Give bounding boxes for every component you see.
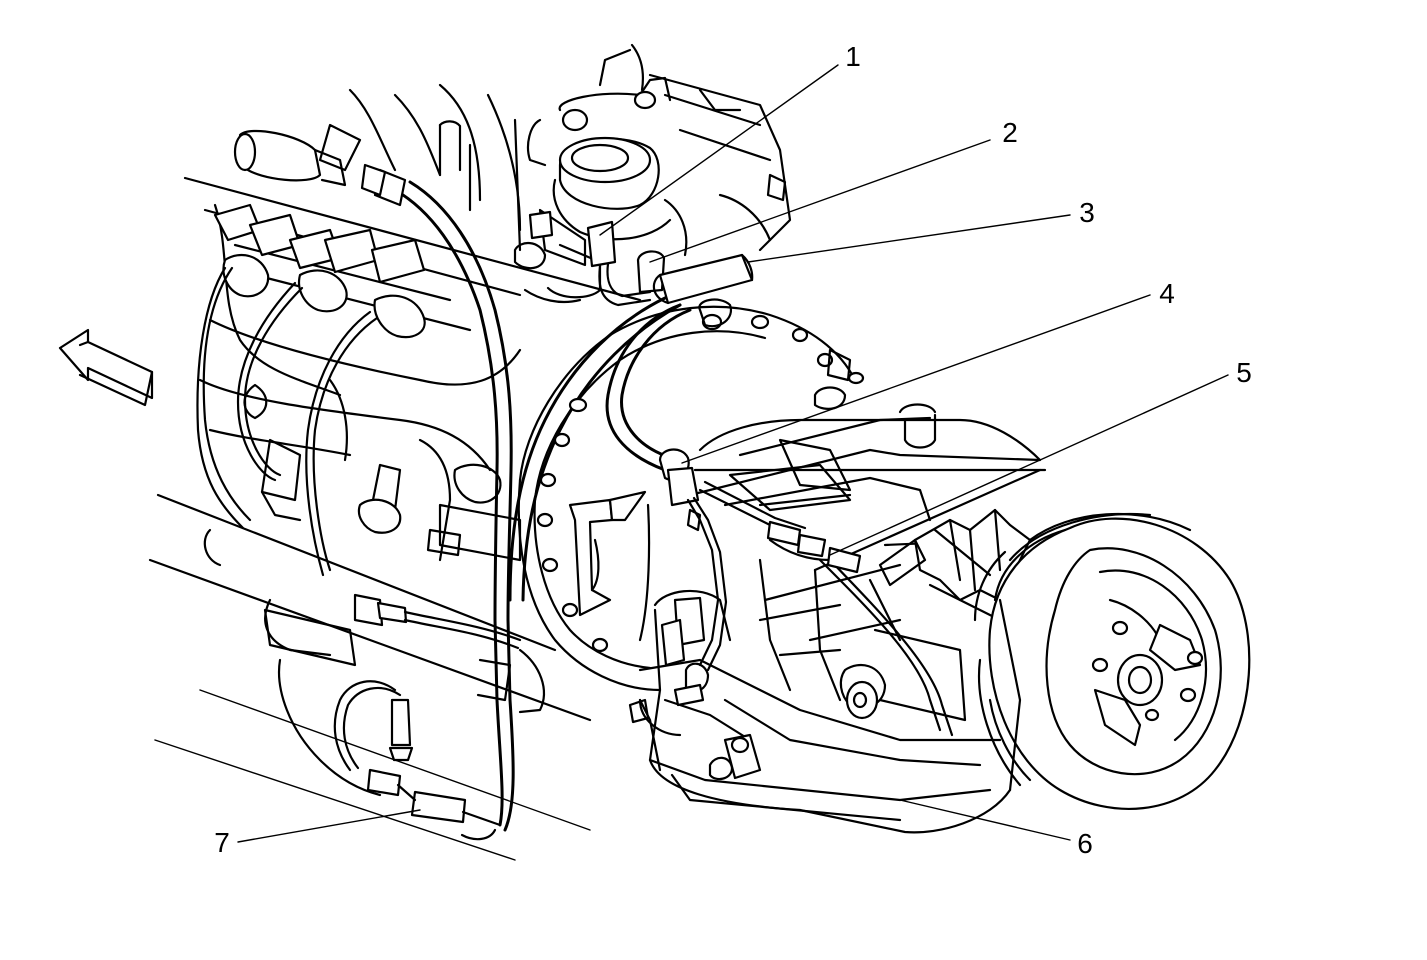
callout-4: 4 — [1159, 278, 1175, 309]
callout-3: 3 — [1079, 197, 1095, 228]
callout-7: 7 — [214, 827, 230, 858]
callout-5: 5 — [1236, 357, 1252, 388]
leader-lines — [237, 64, 1229, 843]
callout-1: 1 — [845, 41, 861, 72]
callout-2: 2 — [1002, 117, 1018, 148]
callout-6: 6 — [1077, 828, 1093, 859]
drum-and-flange — [868, 512, 1251, 810]
transmission-wiring — [658, 448, 862, 672]
transmission-case — [628, 403, 1047, 834]
arrow-left-icon — [58, 328, 154, 407]
spark-plug-wires — [196, 266, 379, 577]
bellhousing — [517, 298, 865, 692]
engine-block — [148, 83, 642, 861]
intake-components — [513, 43, 792, 304]
callout-labels: 1 2 3 4 5 6 7 — [214, 41, 1252, 859]
oxygen-sensor-assembly — [333, 593, 522, 827]
wiring-harness — [360, 163, 692, 841]
spark-plug-boots — [213, 203, 426, 339]
sensor-and-clips — [586, 220, 754, 307]
